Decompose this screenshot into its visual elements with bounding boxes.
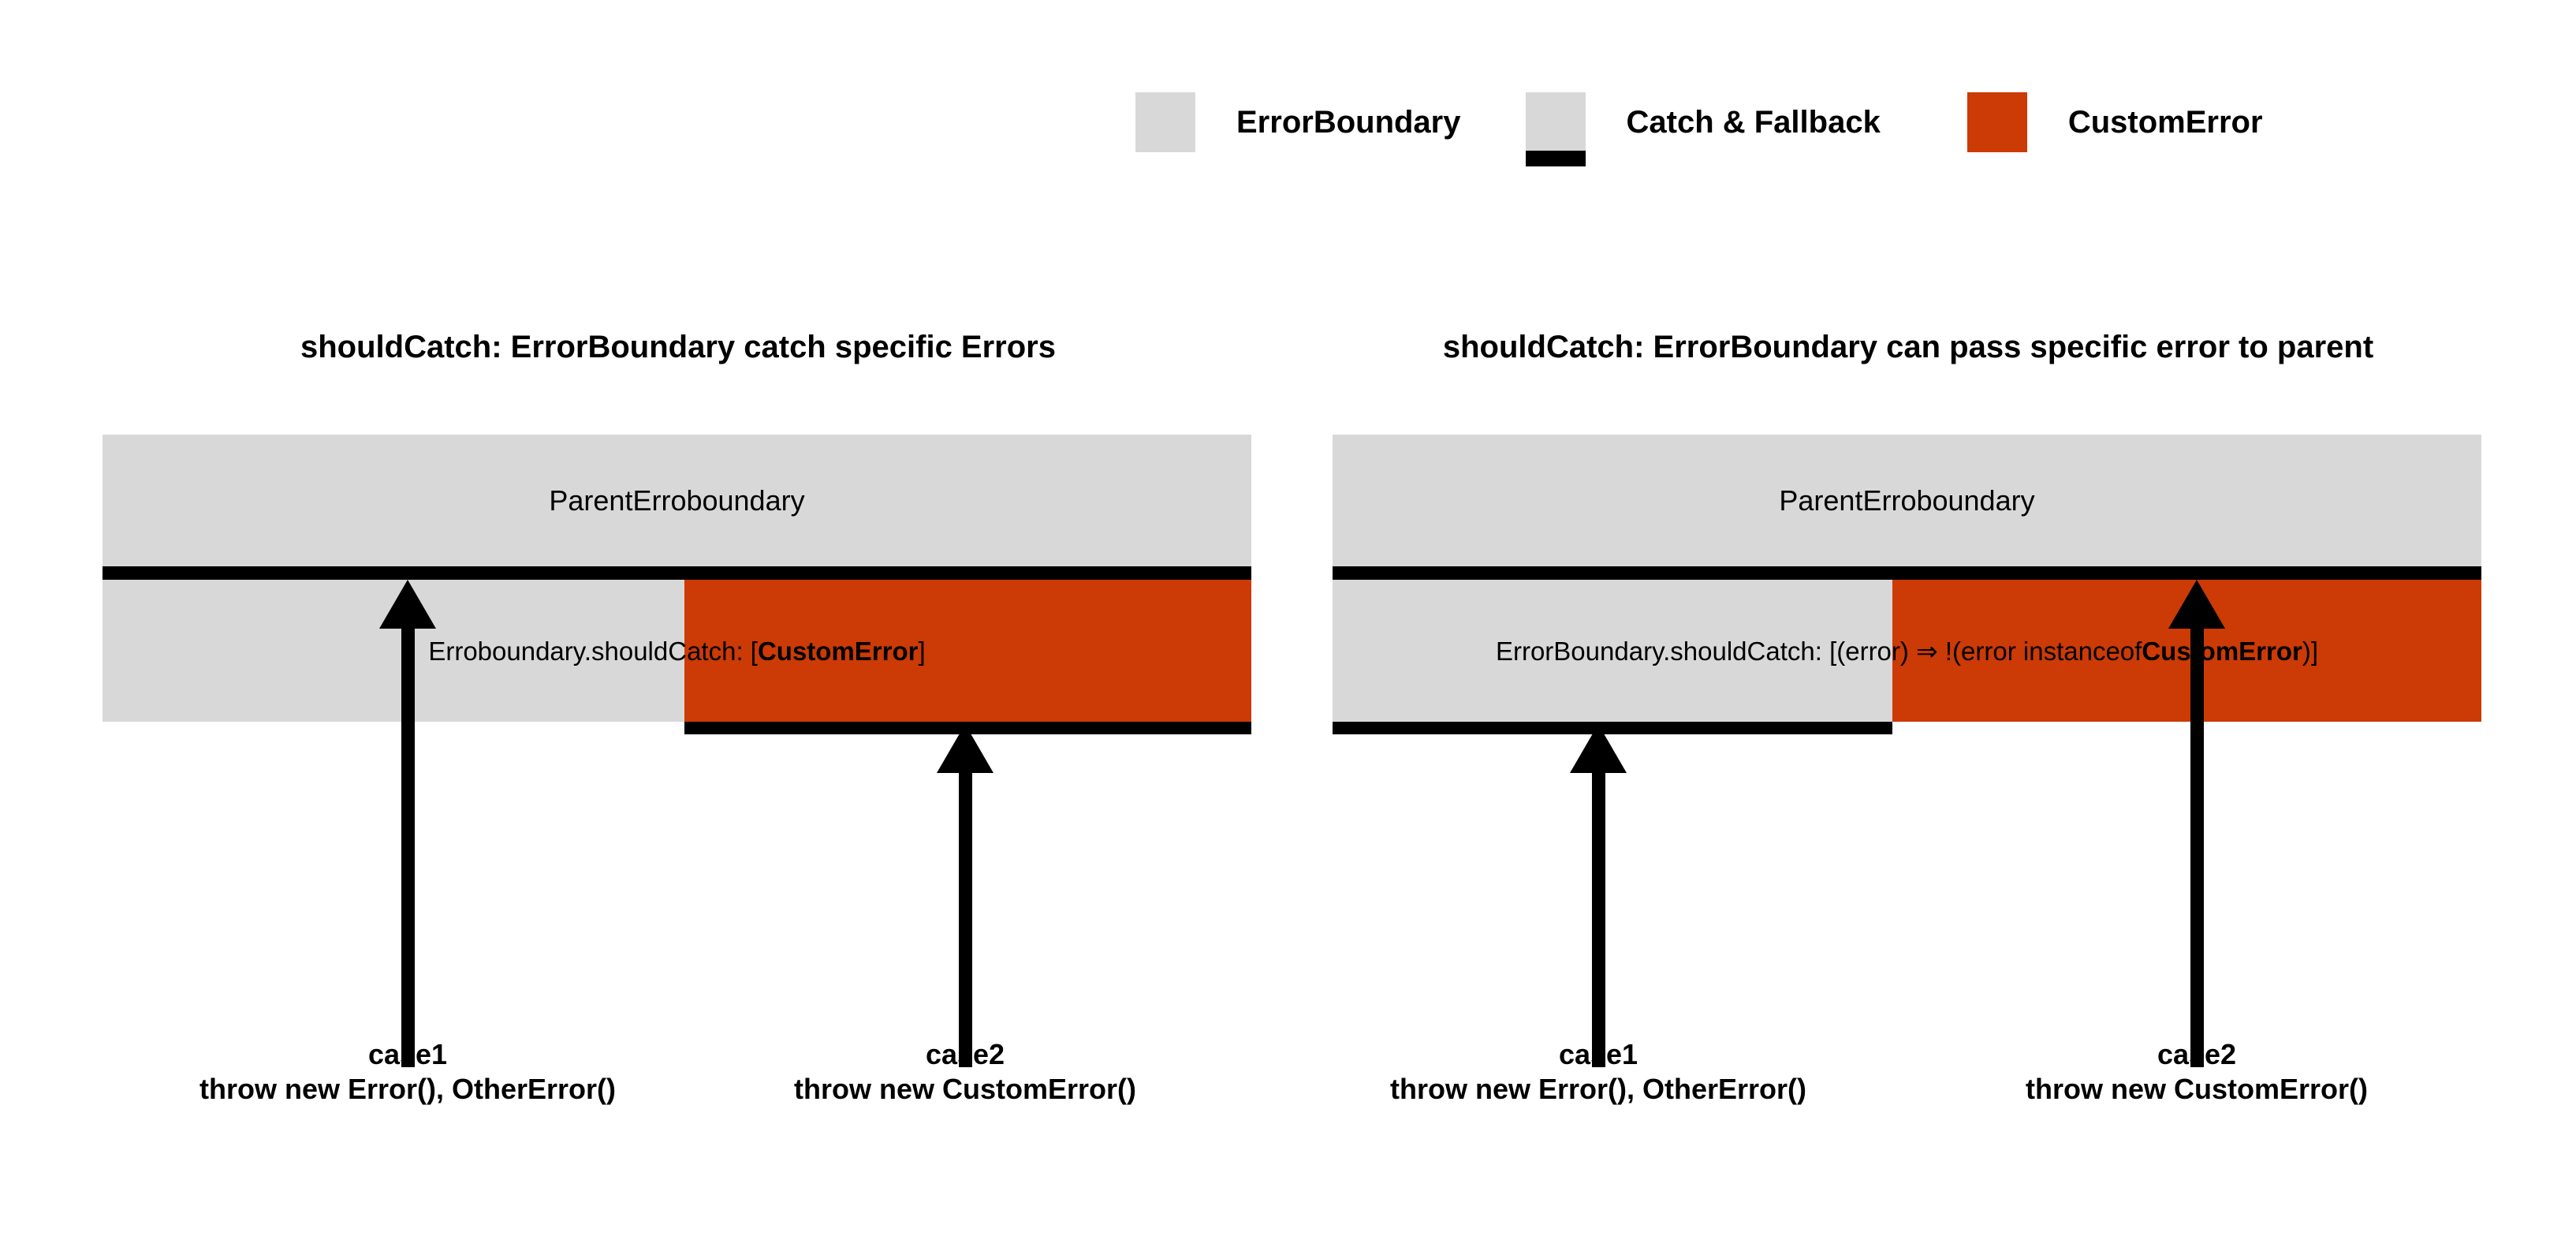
- case1-arrow: [1570, 724, 1627, 1067]
- parent-error-boundary-label: ParentErroboundary: [1779, 484, 2035, 517]
- gray-with-black-bar-swatch: [1525, 92, 1586, 166]
- case2-arrow: [2168, 580, 2225, 1067]
- bottom-bar-row: [103, 722, 1251, 734]
- case2-arrow: [937, 724, 993, 1067]
- case1-detail: throw new Error(), OtherError(): [199, 1072, 617, 1105]
- child-boundary-row: Erroboundary.shouldCatch: [CustomError]: [103, 580, 1251, 722]
- child-boundary-row: ErrorBoundary.shouldCatch: [(error) ⇒ !(…: [1333, 580, 2481, 722]
- child-gray-region: [1333, 580, 1892, 722]
- gray-swatch: [1135, 92, 1195, 152]
- case1-arrow-head: [379, 580, 436, 629]
- legend-item-errorboundary: ErrorBoundary: [1135, 92, 1461, 152]
- orange-swatch: [1966, 92, 2027, 152]
- case1-arrow: [379, 580, 436, 1067]
- legend-label-customerror: CustomError: [2067, 105, 2263, 140]
- child-orange-region: [684, 580, 1251, 722]
- panel-title: shouldCatch: ErrorBoundary can pass spec…: [1442, 330, 2374, 364]
- case1-label: case1 throw new Error(), OtherError(): [199, 1037, 616, 1107]
- top-catch-bar: [103, 566, 1251, 580]
- case1-arrow-shaft: [1591, 773, 1605, 1067]
- legend: ErrorBoundary Catch & Fallback CustomErr…: [1135, 71, 2476, 174]
- legend-label-errorboundary: ErrorBoundary: [1236, 105, 1461, 140]
- case2-label: case2 throw new CustomError(): [794, 1037, 1136, 1107]
- case2-label: case2 throw new CustomError(): [2026, 1037, 2368, 1107]
- parent-error-boundary-band: ParentErroboundary: [103, 435, 1251, 566]
- case2-name: case2: [2157, 1038, 2237, 1070]
- case1-arrow-head: [1570, 724, 1627, 773]
- case1-label: case1 throw new Error(), OtherError(): [1390, 1037, 1806, 1107]
- case2-arrow-head: [2168, 580, 2225, 629]
- case2-detail: throw new CustomError(): [2025, 1072, 2369, 1105]
- case1-name: case1: [1558, 1038, 1638, 1070]
- legend-item-catch-fallback: Catch & Fallback: [1525, 92, 1881, 166]
- error-boundary-box: ParentErroboundary ErrorBoundary.shouldC…: [1333, 435, 2481, 734]
- legend-label-catch-fallback: Catch & Fallback: [1626, 105, 1881, 140]
- case2-arrow-shaft: [958, 773, 972, 1067]
- panel-pass-specific-error-to-parent: shouldCatch: ErrorBoundary can pass spec…: [1333, 331, 2484, 1199]
- case2-detail: throw new CustomError(): [793, 1072, 1137, 1105]
- panel-title: shouldCatch: ErrorBoundary catch specifi…: [300, 330, 1056, 364]
- top-catch-bar: [1333, 566, 2481, 580]
- parent-error-boundary-band: ParentErroboundary: [1333, 435, 2481, 566]
- case1-arrow-shaft: [401, 629, 415, 1067]
- error-boundary-box: ParentErroboundary Erroboundary.shouldCa…: [103, 435, 1251, 734]
- panel-catch-specific-errors: shouldCatch: ErrorBoundary catch specifi…: [103, 331, 1254, 1199]
- case2-name: case2: [925, 1038, 1005, 1070]
- legend-item-customerror: CustomError: [1966, 92, 2263, 152]
- case1-detail: throw new Error(), OtherError(): [1389, 1072, 1807, 1105]
- case1-name: case1: [367, 1038, 448, 1070]
- case2-arrow-head: [937, 724, 993, 773]
- bottom-bar-row: [1333, 722, 2481, 734]
- parent-error-boundary-label: ParentErroboundary: [549, 484, 805, 517]
- case2-arrow-shaft: [2190, 629, 2204, 1067]
